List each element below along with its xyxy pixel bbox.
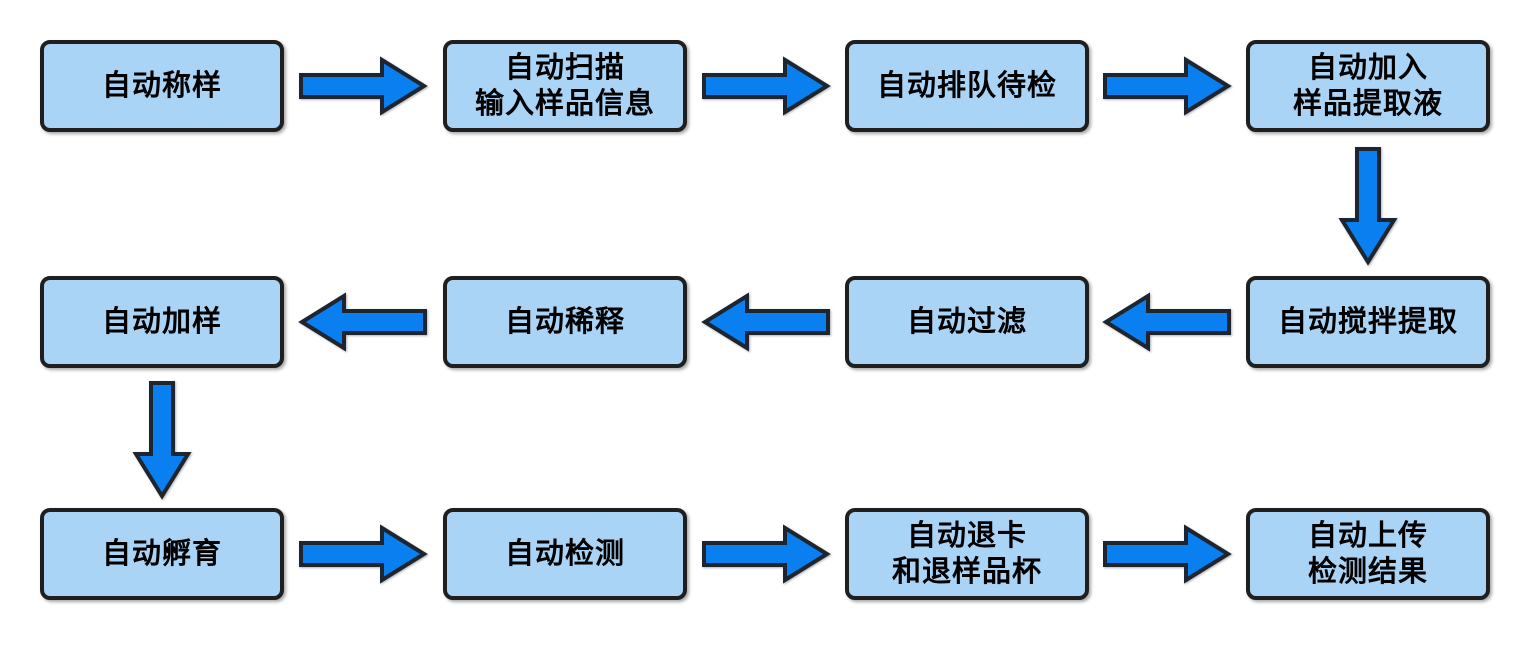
- flow-node-auto-eject-card-cup: 自动退卡 和退样品杯: [845, 508, 1089, 600]
- arrow-left-icon: [1102, 292, 1231, 352]
- flow-node-auto-dilute: 自动稀释: [443, 276, 687, 368]
- flow-node-auto-weigh: 自动称样: [40, 40, 284, 132]
- arrow-down-icon: [132, 381, 192, 500]
- arrow-right-icon: [1103, 524, 1232, 584]
- arrow-right-icon: [1103, 56, 1232, 116]
- flow-node-auto-filter: 自动过滤: [845, 276, 1089, 368]
- flow-node-auto-stir-extract: 自动搅拌提取: [1246, 276, 1490, 368]
- flow-node-auto-sample-add: 自动加样: [40, 276, 284, 368]
- flow-node-auto-upload-results: 自动上传 检测结果: [1246, 508, 1490, 600]
- arrow-right-icon: [702, 56, 831, 116]
- flow-node-auto-detect: 自动检测: [443, 508, 687, 600]
- arrow-right-icon: [299, 524, 428, 584]
- flow-node-auto-scan-input-info: 自动扫描 输入样品信息: [443, 40, 687, 132]
- flow-node-auto-incubate: 自动孵育: [40, 508, 284, 600]
- arrow-right-icon: [299, 56, 428, 116]
- arrow-right-icon: [702, 524, 831, 584]
- arrow-down-icon: [1338, 147, 1398, 266]
- arrow-left-icon: [701, 292, 830, 352]
- flow-node-auto-queue: 自动排队待检: [845, 40, 1089, 132]
- arrow-left-icon: [298, 292, 427, 352]
- flow-node-auto-add-extract: 自动加入 样品提取液: [1246, 40, 1490, 132]
